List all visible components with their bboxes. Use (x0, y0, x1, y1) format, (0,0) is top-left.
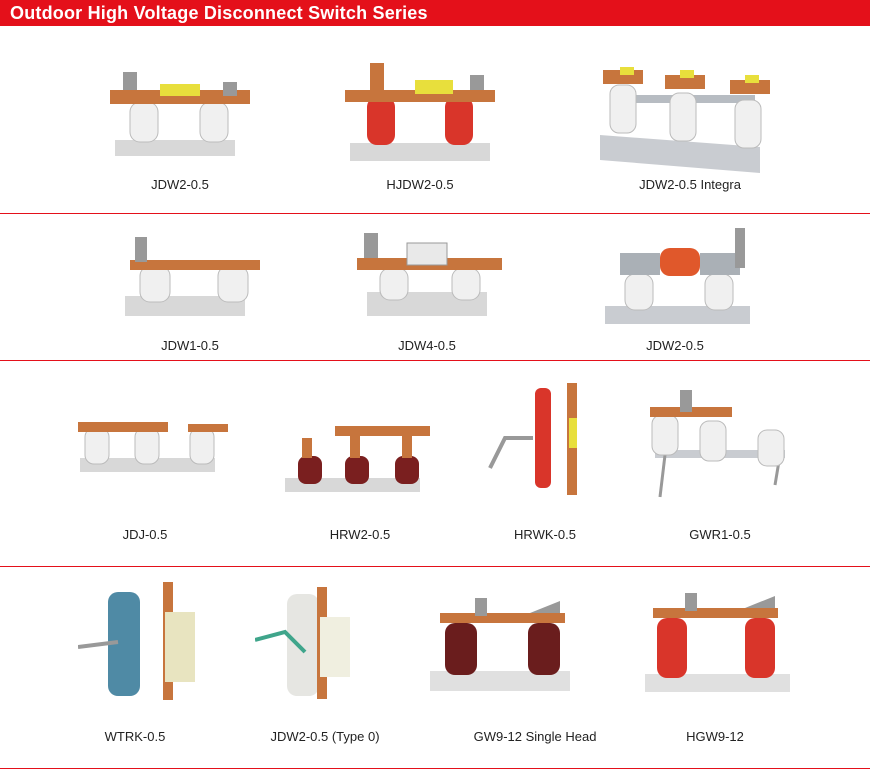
switch-image (110, 72, 250, 156)
product-gwr1-0-5[interactable] (640, 385, 800, 500)
product-label: HRW2-0.5 (329, 527, 391, 542)
row-divider (0, 768, 870, 769)
product-label: JDW2-0.5 (Type 0) (270, 729, 380, 744)
row-divider (0, 360, 870, 361)
product-label: HRWK-0.5 (514, 527, 576, 542)
product-hgw9-12[interactable] (645, 588, 795, 698)
product-hrw2-0-5[interactable] (280, 418, 440, 496)
switch-image (285, 426, 430, 492)
switch-image (125, 237, 260, 316)
product-label: HGW9-12 (686, 729, 744, 744)
product-jdw2-0-5-b[interactable] (605, 228, 760, 326)
switch-image (78, 422, 228, 472)
product-label: JDW2-0.5 Integra (639, 177, 741, 192)
switch-image (600, 67, 770, 173)
product-jdw2-0-5-integra[interactable] (595, 55, 775, 175)
switch-image (357, 233, 502, 316)
product-hrwk-0-5[interactable] (485, 378, 595, 498)
switch-image (650, 390, 785, 498)
switch-image (605, 228, 750, 324)
product-hjdw2-0-5[interactable] (345, 55, 505, 165)
switch-image (430, 598, 570, 691)
switch-image (488, 383, 577, 495)
product-gw9-12-single-head[interactable] (430, 593, 580, 698)
product-jdw2-0-5[interactable] (105, 62, 265, 162)
section-header: Outdoor High Voltage Disconnect Switch S… (0, 0, 870, 26)
product-label: JDW4-0.5 (398, 338, 456, 353)
product-jdw1-0-5[interactable] (120, 232, 270, 322)
product-label: WTRK-0.5 (104, 729, 166, 744)
product-label: GWR1-0.5 (689, 527, 751, 542)
product-jdw4-0-5[interactable] (352, 228, 512, 320)
product-jdw2-0-5-type-0[interactable] (255, 582, 375, 702)
product-label: HJDW2-0.5 (386, 177, 454, 192)
product-label: JDJ-0.5 (122, 527, 168, 542)
product-wtrk-0-5[interactable] (78, 582, 198, 702)
switch-image (255, 587, 350, 699)
product-label: JDW2-0.5 (646, 338, 704, 353)
product-label: JDW1-0.5 (161, 338, 219, 353)
product-label: JDW2-0.5 (151, 177, 209, 192)
product-jdj-0-5[interactable] (70, 408, 235, 480)
switch-image (645, 593, 790, 692)
row-divider (0, 566, 870, 567)
row-divider (0, 213, 870, 214)
product-label: GW9-12 Single Head (473, 729, 597, 744)
switch-image (78, 582, 195, 700)
switch-image (345, 63, 495, 161)
section-title: Outdoor High Voltage Disconnect Switch S… (10, 3, 428, 23)
